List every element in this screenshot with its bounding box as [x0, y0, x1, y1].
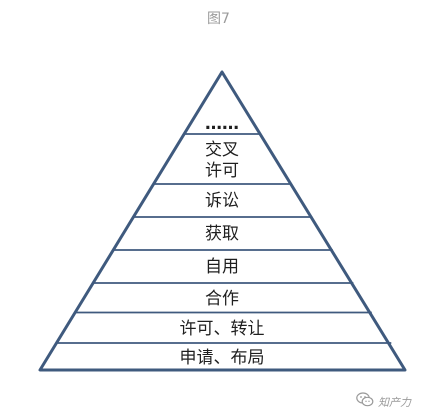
- level-cooperation-label: 合作: [205, 289, 239, 309]
- level-acquire-label: 获取: [205, 224, 239, 244]
- level-license-transfer-label: 许可、转让: [180, 319, 265, 339]
- figure-caption: 图7: [207, 11, 230, 27]
- watermark-text: 知产力: [378, 395, 411, 409]
- level-litigation-label: 诉讼: [205, 191, 239, 211]
- pyramid-outline: [38, 70, 407, 372]
- level-cross-license-label-line2: 许可: [205, 161, 239, 181]
- level-self-use-label: 自用: [205, 257, 239, 277]
- level-apply-layout-label: 申请、布局: [180, 348, 265, 368]
- level-apex-label: ……: [205, 114, 239, 134]
- wechat-icon: [356, 392, 374, 411]
- level-cross-license-label-line1: 交叉: [205, 140, 239, 160]
- watermark: 知产力: [356, 392, 411, 411]
